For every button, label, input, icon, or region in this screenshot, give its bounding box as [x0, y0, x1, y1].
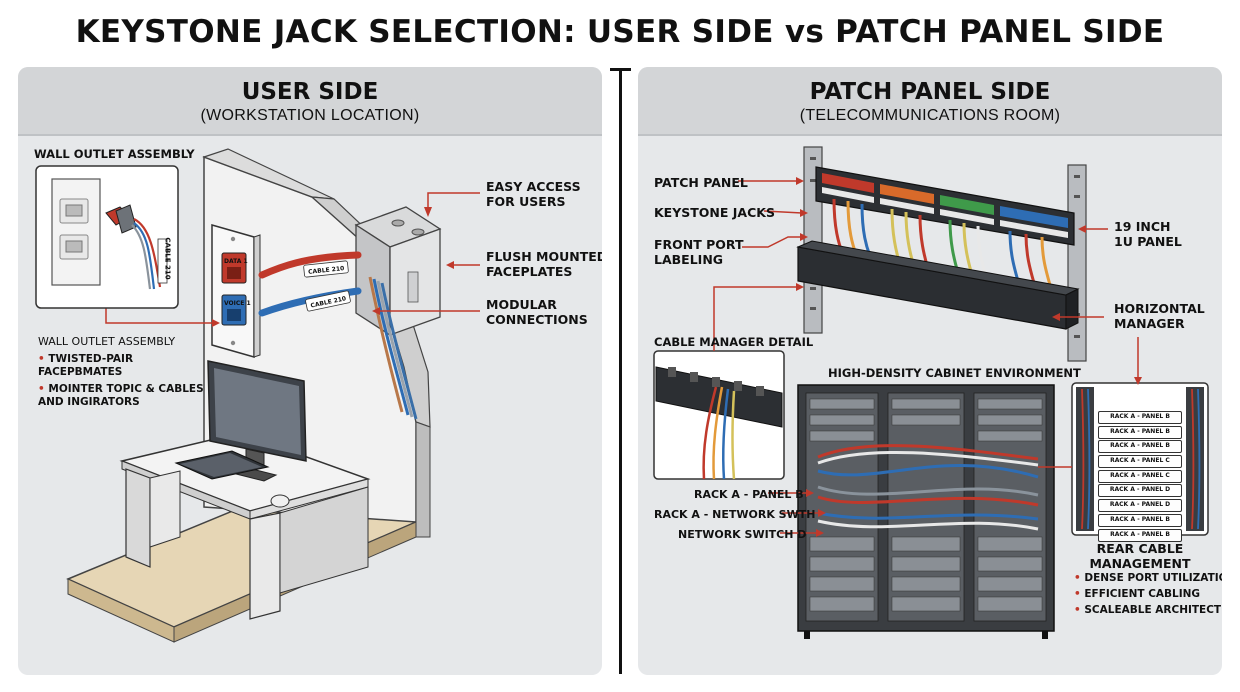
callout-rack-a-network: RACK A - NETWORK SWTH — [654, 508, 816, 521]
rear-tag: RACK A - PANEL C — [1098, 455, 1182, 469]
callout-front-port-labeling: FRONT PORT LABELING — [654, 237, 744, 267]
cable-manager-title: CABLE MANAGER DETAIL — [654, 335, 814, 349]
center-divider-cap — [610, 68, 631, 71]
callout-network-switch-d: NETWORK SWITCH D — [678, 528, 807, 541]
inset-cable-tag: CABLE 210 — [163, 237, 172, 280]
rear-tag: RACK A - PANEL B — [1098, 411, 1182, 424]
patch-callout-lines — [713, 180, 1139, 534]
callout-19-inch-panel: 19 INCH 1U PANEL — [1114, 219, 1182, 249]
patch-panel-illustration — [653, 146, 1209, 639]
callout-flush-mounted: FLUSH MOUNTED FACEPLATES — [486, 249, 602, 279]
patch-side-heading: PATCH PANEL SIDE — [809, 79, 1051, 105]
rear-tag: RACK A - PANEL B — [1098, 528, 1182, 542]
user-side-heading: USER SIDE — [241, 79, 379, 105]
cable-tag-data: CABLE 210 — [308, 265, 345, 276]
data-port-label: DATA 1 — [224, 258, 248, 265]
assembly-label: WALL OUTLET ASSEMBLY — [38, 335, 176, 348]
callout-patch-panel: PATCH PANEL — [654, 175, 748, 190]
rear-tag: RACK A - PANEL B — [1098, 425, 1182, 439]
callout-easy-access: EASY ACCESS FOR USERS — [486, 179, 581, 209]
patch-bullet-2: • EFFICIENT CABLING — [1074, 588, 1201, 600]
rear-tag: RACK A - PANEL D — [1098, 499, 1182, 513]
callout-horizontal-manager: HORIZONTAL MANAGER — [1114, 301, 1205, 331]
user-side-subheading: (WORKSTATION LOCATION) — [200, 107, 420, 124]
page-title: KEYSTONE JACK SELECTION: USER SIDE vs PA… — [75, 14, 1165, 50]
rear-cable-title: REAR CABLE MANAGEMENT — [1089, 541, 1191, 571]
voice-port-label: VOICE 1 — [224, 300, 251, 307]
patch-bullet-1: • DENSE PORT UTILIZATION — [1074, 572, 1222, 584]
wall-faceplate — [211, 224, 255, 358]
user-side-header: USER SIDE (WORKSTATION LOCATION) — [18, 67, 602, 136]
user-bullet-2: • MOINTER TOPIC & CABLES AND INGIRATORS — [38, 383, 204, 408]
mouse — [270, 494, 290, 508]
rear-tag: RACK A - PANEL B — [1098, 440, 1182, 454]
rack-rail-right — [1067, 164, 1087, 362]
callout-modular-connections: MODULAR CONNECTIONS — [486, 297, 588, 327]
patch-side-header: PATCH PANEL SIDE (TELECOMMUNICATIONS ROO… — [638, 67, 1222, 136]
patch-bullet-3: • SCALEABLE ARCHITECTURE — [1074, 604, 1222, 616]
center-divider — [619, 68, 622, 674]
patch-panel — [815, 166, 1075, 246]
rear-tag: RACK A - PANEL D — [1098, 484, 1182, 498]
inset-title: WALL OUTLET ASSEMBLY — [34, 147, 195, 161]
rear-tag-list: RACK A - PANEL B RACK A - PANEL B RACK A… — [1098, 411, 1182, 543]
workstation-illustration: DATA 1 VOICE 1 CABLE 210 CABLE 210 — [66, 148, 442, 643]
cabinet-title: HIGH-DENSITY CABINET ENVIRONMENT — [828, 366, 1081, 380]
patch-side-subheading: (TELECOMMUNICATIONS ROOM) — [799, 107, 1061, 124]
rear-tag: RACK A - PANEL B — [1098, 513, 1182, 527]
patch-side-panel: PATCH PANEL SIDE (TELECOMMUNICATIONS ROO… — [638, 67, 1222, 675]
callout-keystone-jacks: KEYSTONE JACKS — [654, 205, 775, 220]
callout-rack-a-panel-b: RACK A - PANEL B — [694, 488, 804, 501]
rear-tag: RACK A - PANEL C — [1098, 469, 1182, 483]
user-bullet-1: • TWISTED-PAIR FACEPBMATES — [38, 353, 134, 378]
keystone-jack-row — [822, 173, 1068, 238]
user-side-panel: USER SIDE (WORKSTATION LOCATION) DATA 1 … — [18, 67, 602, 675]
